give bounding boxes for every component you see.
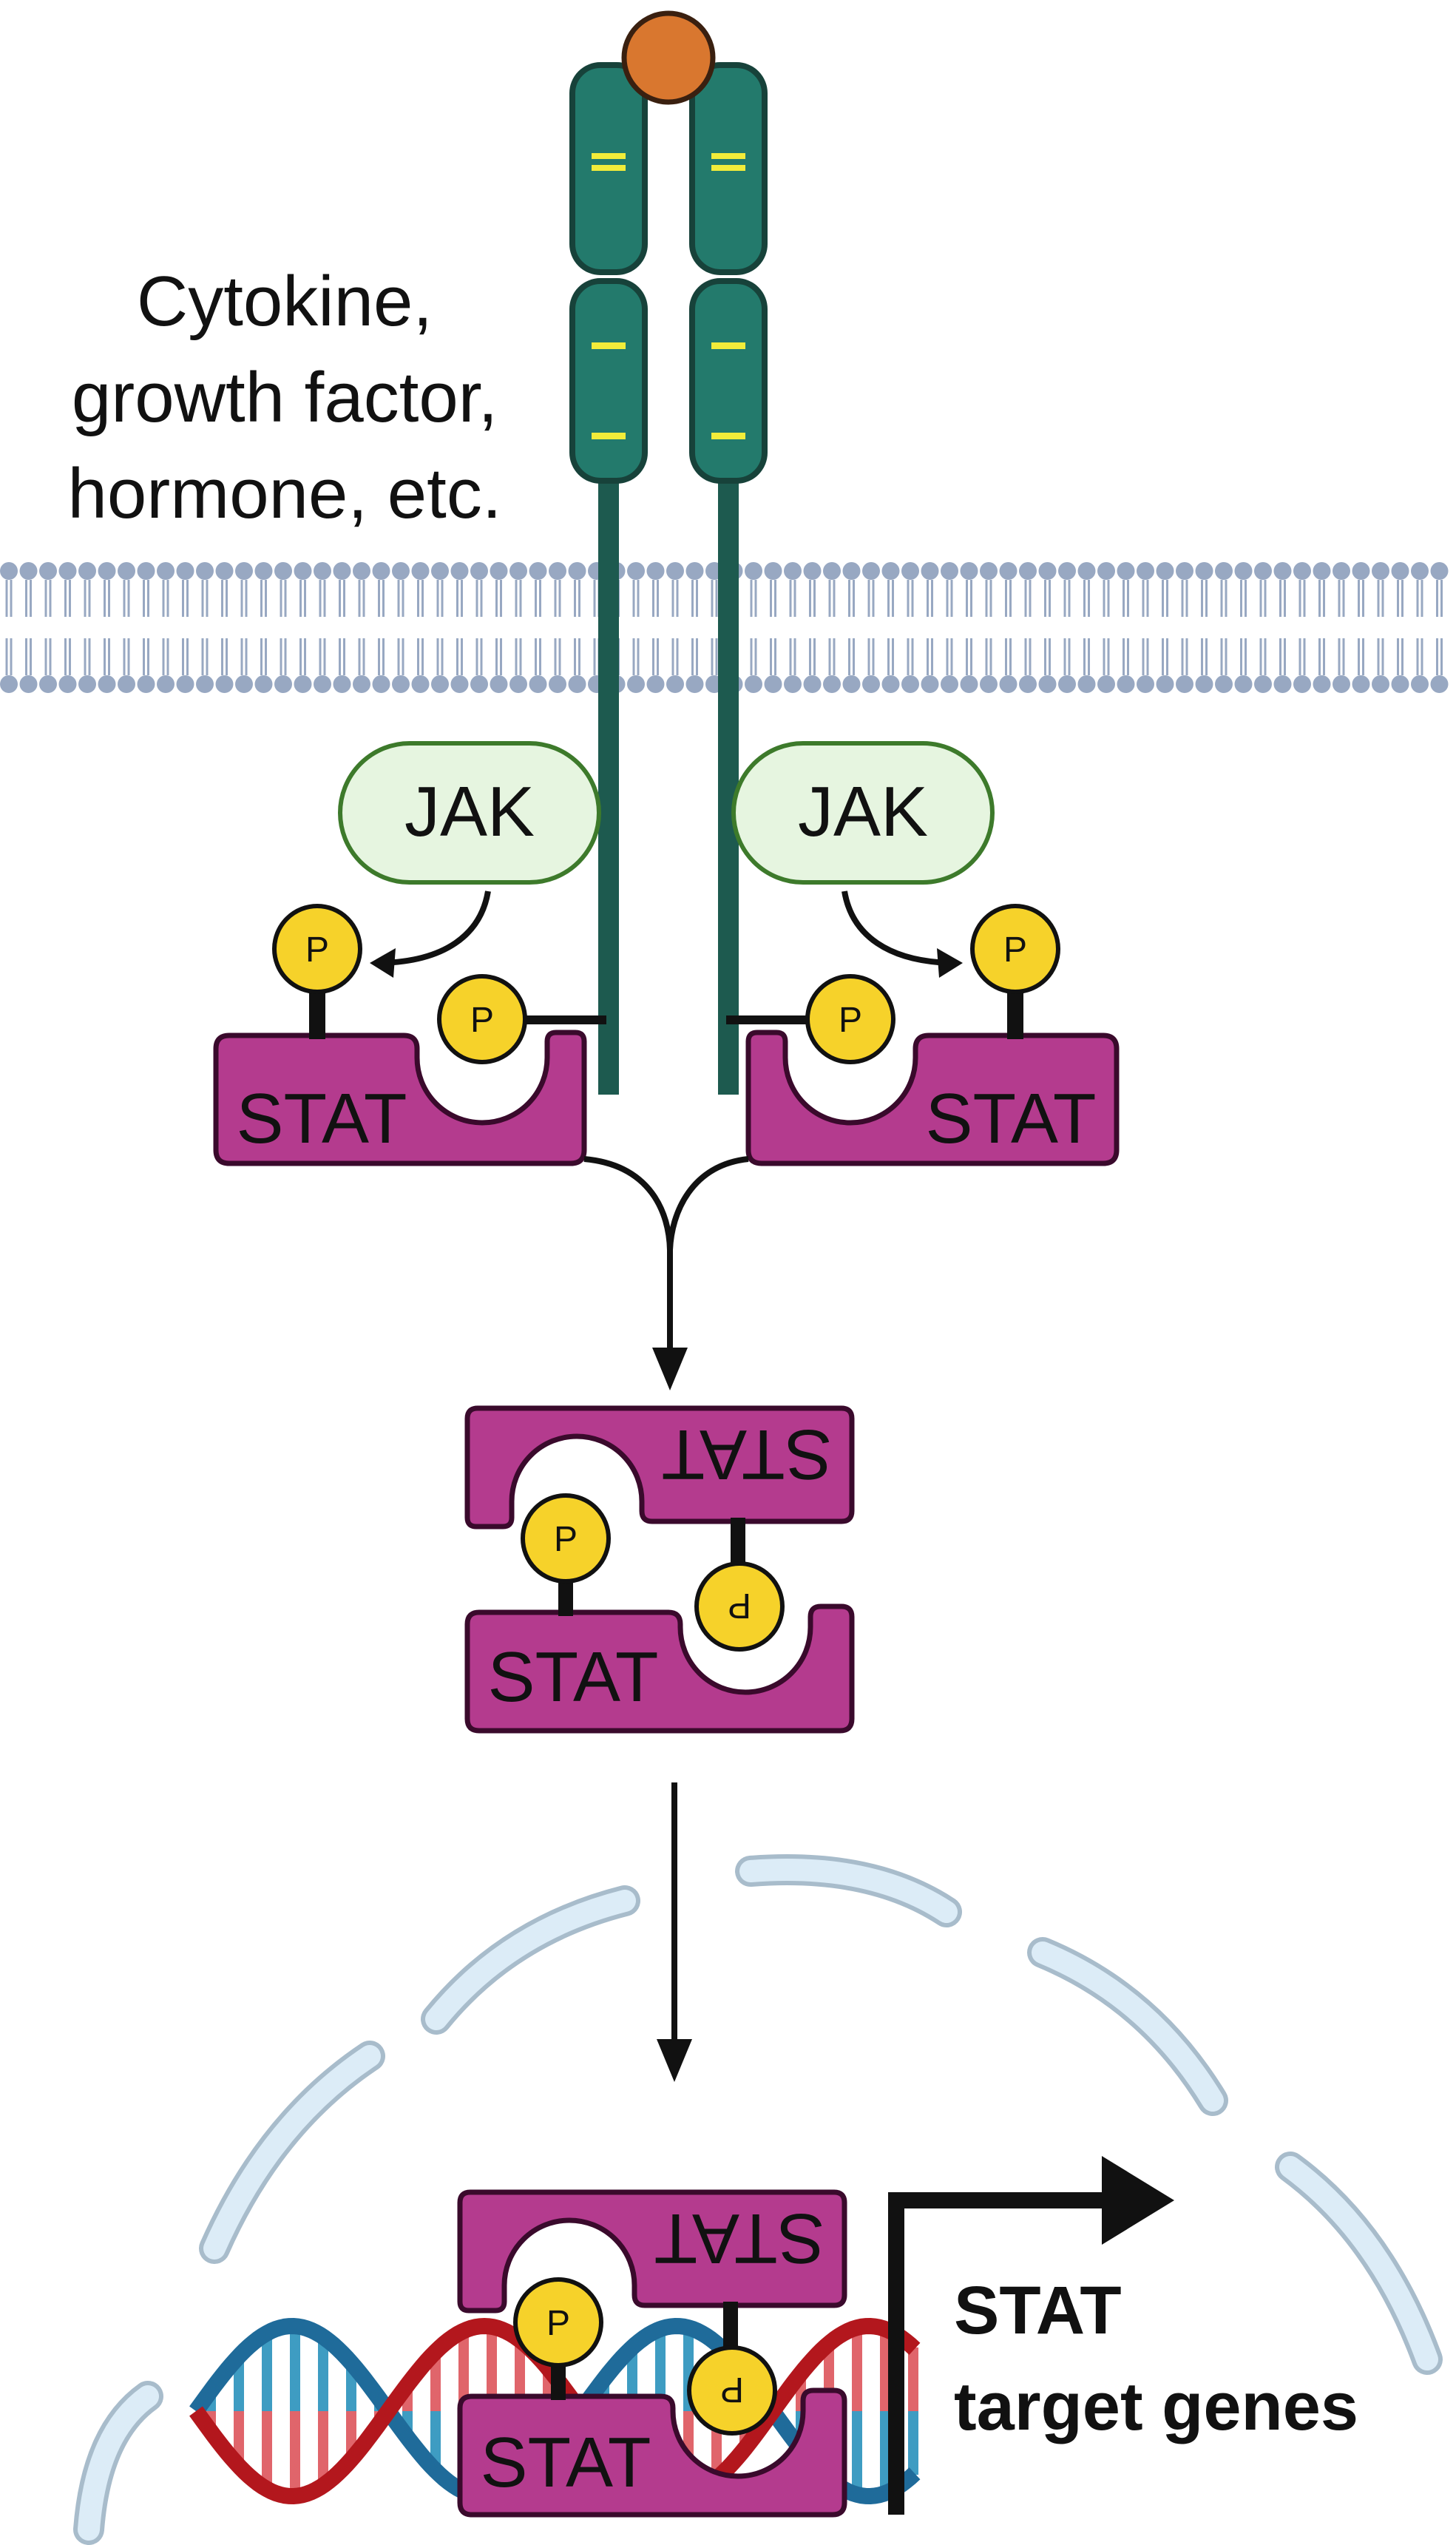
jak-left-phosphorylation-arrow (380, 890, 491, 966)
nuclear-envelope-segment (78, 2385, 159, 2541)
jak-left-shape (338, 741, 601, 885)
nucleus-dimer-right-phospho-label: P (720, 2370, 744, 2409)
dimer-bottom-stat-body (464, 1603, 855, 1734)
dimer-top-stat-label: STAT (661, 1415, 832, 1494)
receptor-right-docking-link (726, 1015, 807, 1024)
jak-right-shape (731, 741, 995, 885)
jak-right: JAK (731, 741, 995, 885)
stat-left-phospho-label: P (305, 930, 329, 970)
stat-left-label: STAT (236, 1079, 407, 1158)
stat-dimer-cytoplasm: STAT STAT P P (464, 1405, 855, 1734)
transcription-start-arrowhead (1102, 2156, 1174, 2245)
nucleus-dimer-bottom-stat-body (457, 2387, 847, 2518)
stat-right-body (745, 1030, 1120, 1166)
stat-monomer-left: STAT P P (213, 904, 606, 1166)
nucleus-dimer-bottom-stat-label: STAT (480, 2423, 651, 2502)
dimer-left-phospho-label: P (554, 1520, 578, 1559)
stat-left-body (213, 1030, 587, 1166)
stat-right-phospho-label: P (1003, 930, 1027, 970)
nuclear-envelope-segment (425, 1890, 636, 2030)
nuclear-translocation-arrowhead (657, 2039, 692, 2082)
nucleus-dimer-top-stat-label: STAT (654, 2199, 824, 2278)
receptor-stalk-left (598, 473, 619, 1095)
receptor-domain-right-lower (689, 278, 768, 484)
receptor-left-phospho (437, 974, 527, 1064)
jak-left-arrowhead (370, 948, 396, 978)
receptor-domain-left-lower (569, 278, 648, 484)
receptor-bands (592, 153, 745, 439)
receptor-right-phospho (805, 974, 895, 1064)
target-label-line-1: STAT (954, 2273, 1122, 2348)
nucleus-dimer-left-phospho (513, 2277, 603, 2367)
ligand-label-line-2: growth factor, (72, 358, 498, 437)
receptor-left-docking-link (525, 1015, 606, 1024)
dimerization-arrowhead (652, 1348, 688, 1390)
nuclear-envelope-segment (203, 2045, 381, 2260)
convergence-line-right (667, 1156, 749, 1251)
jak-left: JAK (338, 741, 601, 885)
ligand-label-line-3: hormone, etc. (68, 454, 502, 533)
nuclear-envelope-segment (1032, 1941, 1224, 2112)
stat-dimer-nucleus: STAT STAT P P (457, 2189, 847, 2518)
jak-right-label: JAK (798, 772, 928, 851)
receptor-dimer (569, 10, 768, 1095)
nucleus-dimer-right-phospho (687, 2345, 777, 2436)
dimer-right-phospho (694, 1561, 785, 1652)
receptor-right-phospho-label: P (839, 1001, 862, 1040)
ligand-label-line-1: Cytokine, (137, 262, 433, 341)
jak-left-label: JAK (404, 772, 535, 851)
transcription-start-arrow (888, 2192, 1117, 2515)
dimer-top-stat-body (464, 1405, 855, 1530)
nucleus-dimer-top-stat-body (457, 2189, 847, 2314)
stat-monomer-right: STAT P P (726, 904, 1120, 1166)
target-label-line-2: target genes (954, 2369, 1358, 2444)
stat-left-phospho (272, 904, 362, 994)
receptor-left-phospho-label: P (470, 1001, 494, 1040)
stat-right-label: STAT (925, 1079, 1096, 1158)
nuclear-envelope-segment (1279, 2156, 1438, 2370)
dimer-bottom-stat-label: STAT (487, 1637, 658, 1717)
nucleus-dimer-right-p-stem (723, 2302, 738, 2353)
convergence-line-left (583, 1156, 673, 1251)
jak-right-phosphorylation-arrow (842, 890, 952, 966)
nucleus-dimer-left-phospho-label: P (546, 2304, 570, 2343)
dimer-right-phospho-label: P (728, 1586, 751, 1625)
nuclear-envelope-segment (739, 1859, 958, 1923)
dimer-right-p-stem (731, 1518, 745, 1569)
ligand-ball (621, 10, 716, 105)
ligand-label: Cytokine, growth factor, hormone, etc. (68, 262, 502, 533)
receptor-stalk-right (718, 473, 739, 1095)
nuclear-envelope (73, 1854, 1443, 2545)
jak-right-arrowhead (937, 948, 963, 978)
stat-right-p-stem (1007, 987, 1023, 1039)
dimer-left-phospho (521, 1493, 611, 1584)
stat-left-p-stem (309, 987, 325, 1039)
stat-right-phospho (970, 904, 1060, 994)
